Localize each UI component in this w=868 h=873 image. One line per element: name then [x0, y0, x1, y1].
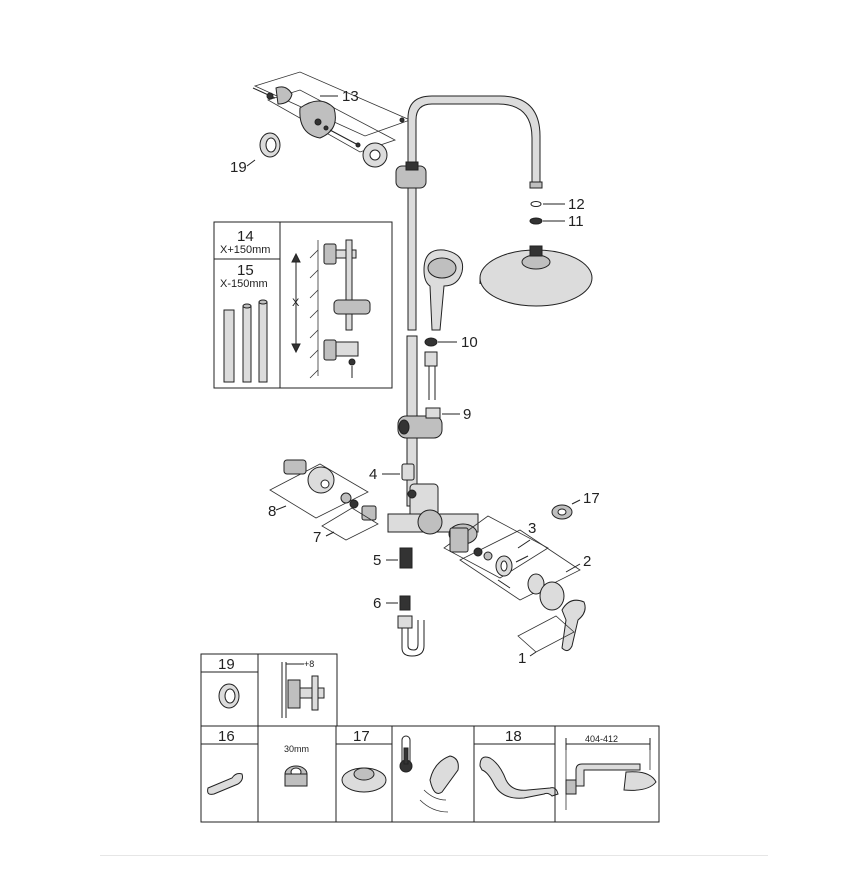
page-footer-divider: [100, 855, 768, 856]
callout-13: 13: [342, 88, 359, 105]
head-shower: [479, 245, 593, 307]
callout-1: 1: [518, 650, 526, 667]
shower-slider: 9: [397, 406, 471, 439]
inset-rail-extension: 14 X+150mm 15 X-150mm X: [213, 221, 393, 389]
callout-10: 10: [461, 334, 478, 351]
callout-17: 17: [583, 490, 600, 507]
panel-18-number: 18: [505, 728, 522, 745]
callout-19: 19: [230, 159, 247, 176]
callout-11: 11: [568, 213, 584, 230]
callout-4: 4: [369, 466, 377, 483]
callout-8: 8: [268, 503, 276, 520]
left-connector-parts: 8 7 5 6: [268, 459, 425, 657]
callout-12: 12: [568, 196, 585, 213]
panel-16-number: 16: [218, 728, 235, 745]
inset-14-label: X+150mm: [220, 244, 270, 256]
callout-3: 3: [528, 520, 536, 537]
shower-arm: 12 11: [407, 95, 585, 331]
inset-15: 15: [237, 262, 254, 279]
inset-15-label: X-150mm: [220, 278, 268, 290]
callout-2: 2: [583, 553, 591, 570]
inset-14: 14: [237, 228, 254, 245]
callout-7: 7: [313, 529, 321, 546]
hand-shower: 10: [423, 249, 478, 400]
panel-19-number: 19: [218, 656, 235, 673]
panel-reach-dimension: 404-412: [585, 734, 618, 744]
callout-6: 6: [373, 595, 381, 612]
inset-wall-hatch: [309, 240, 319, 379]
panel-19-offset: +8: [304, 659, 314, 669]
right-handle-parts: 3 2 1 17: [443, 490, 600, 667]
wall-mount-assembly: 19 13: [230, 71, 412, 176]
bottom-info-panels: 19 +8 16 30mm 17 18: [200, 653, 660, 823]
panel-nut-size: 30mm: [284, 744, 309, 754]
callout-9: 9: [463, 406, 471, 423]
panel-17-number: 17: [353, 728, 370, 745]
callout-5: 5: [373, 552, 381, 569]
inset-x-dimension: X: [292, 297, 300, 309]
